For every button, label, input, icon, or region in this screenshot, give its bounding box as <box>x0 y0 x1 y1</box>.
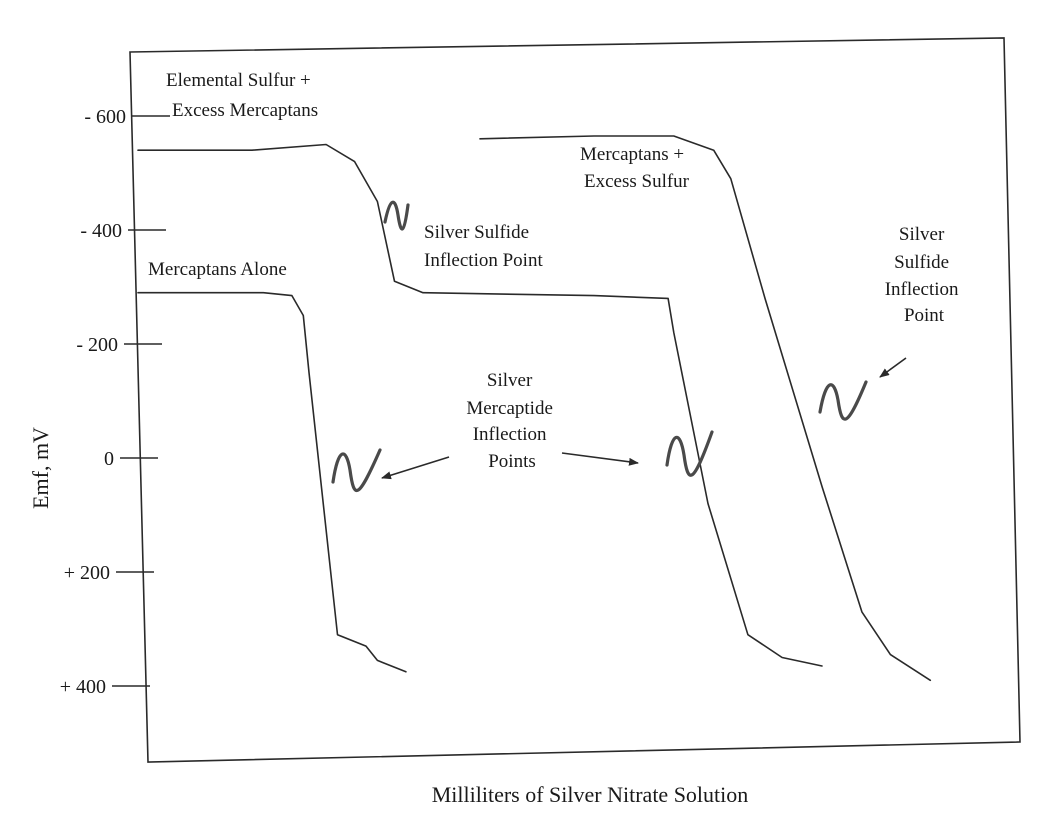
series-line-2 <box>137 143 823 667</box>
annotation-line: Excess Mercaptans <box>172 100 318 121</box>
annotation-mercaptans-alone: Mercaptans Alone <box>148 259 287 280</box>
annotation-line: Silver <box>899 224 945 245</box>
annotation-line: Sulfide <box>894 252 949 273</box>
annotation-silver-sulfide-1: Silver Sulfide Inflection Point <box>424 222 543 271</box>
arrow-sulfide-2 <box>879 357 907 378</box>
annotation-line: Inflection Point <box>424 250 543 271</box>
titration-curves <box>137 135 932 682</box>
series-line-1 <box>137 291 407 673</box>
annotation-line: Silver Sulfide <box>424 222 529 243</box>
annotation-mercaptans-excess-sulfur: Mercaptans + Excess Sulfur <box>580 144 690 192</box>
x-axis-label: Milliliters of Silver Nitrate Solution <box>432 782 749 807</box>
annotation-line: Excess Sulfur <box>584 171 690 192</box>
arrow-mercaptide-1 <box>381 456 450 480</box>
annotation-line: Elemental Sulfur + <box>166 70 311 91</box>
annotation-line: Inflection <box>473 424 547 445</box>
annotation-silver-mercaptide: Silver Mercaptide Inflection Points <box>466 370 557 472</box>
y-tick-label: - 400 <box>80 220 122 242</box>
inflection-marker-sulfide-2 <box>818 380 868 421</box>
y-axis-label: Emf, mV <box>28 427 53 509</box>
annotation-line: Mercaptans + <box>580 144 684 165</box>
y-tick-label: - 200 <box>76 334 118 356</box>
inflection-marker-mercaptide-2 <box>665 430 714 477</box>
plot-frame <box>129 37 1021 763</box>
annotation-line: Inflection <box>885 279 959 300</box>
y-tick-labels: - 600 - 400 - 200 0 + 200 + 400 <box>60 106 126 698</box>
series-line-3 <box>479 135 932 682</box>
y-tick-label: 0 <box>104 448 114 470</box>
y-ticks <box>112 115 170 687</box>
annotation-line: Mercaptide <box>466 398 553 419</box>
annotation-line: Points <box>488 451 536 472</box>
y-tick-label: - 600 <box>84 106 126 128</box>
arrow-mercaptide-2 <box>561 452 639 466</box>
inflection-marker-mercaptide-1 <box>331 448 382 492</box>
annotation-line: Mercaptans Alone <box>148 259 287 280</box>
annotation-line: Point <box>904 305 945 326</box>
y-tick-label: + 200 <box>64 562 110 584</box>
annotation-elemental-sulfur: Elemental Sulfur + Excess Mercaptans <box>166 70 318 121</box>
annotation-silver-sulfide-2: Silver Sulfide Inflection Point <box>885 224 964 326</box>
y-tick-label: + 400 <box>60 676 106 698</box>
inflection-marker-sulfide-1 <box>383 200 410 231</box>
annotation-line: Silver <box>487 370 533 391</box>
